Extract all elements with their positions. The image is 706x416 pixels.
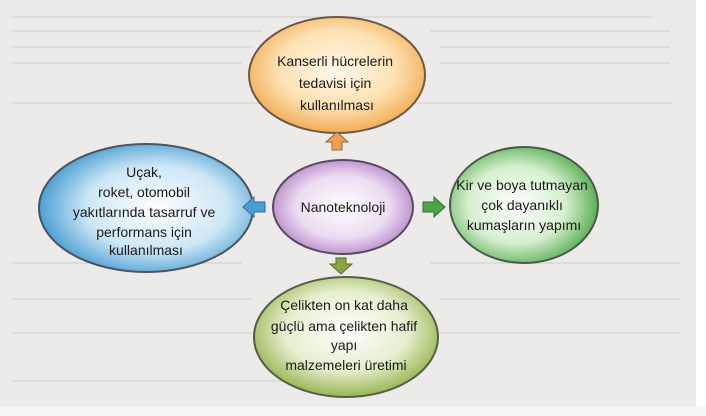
arrow-left-icon — [242, 195, 266, 219]
background-text-line — [12, 62, 242, 64]
background-text-line — [430, 262, 680, 264]
background-text-line — [12, 298, 252, 300]
background-text-line — [12, 46, 252, 48]
node-top-line-2: tedavisi için — [299, 75, 371, 91]
node-left-line-3: yakıtlarında tasarruf ve — [73, 204, 216, 220]
center-label: Nanoteknoloji — [301, 199, 386, 215]
node-center-nanotechnology: Nanoteknoloji — [272, 159, 414, 255]
arrow-down-icon — [328, 257, 354, 275]
background-text-line — [440, 332, 680, 334]
node-right-line-3: kumaşların yapımı — [467, 217, 581, 233]
node-top-line-1: Kanserli hücrelerin — [277, 53, 393, 69]
node-left-line-5: kullanılması — [109, 242, 183, 258]
node-right-line-2: çok dayanıklı — [481, 197, 563, 213]
page-bottom-band — [0, 406, 706, 416]
node-bottom-line-4: malzemeleri üretimi — [285, 357, 406, 373]
svg-text:Uçak, roket, otomobil: Uçak, roket, otomobil yakıtlarında tasar… — [73, 164, 219, 258]
svg-text:Çelikten on kat daha güç: Çelikten on kat daha güçlü ama çelikten … — [271, 297, 421, 373]
node-fuel-saving: Uçak, roket, otomobil yakıtlarında tasar… — [38, 143, 254, 273]
arrow-up-icon — [324, 131, 350, 151]
node-top-line-3: kullanılması — [300, 97, 374, 113]
node-durable-fabrics: Kir ve boya tutmayan çok dayanıklı kumaş… — [449, 146, 599, 264]
background-text-line — [12, 380, 312, 382]
arrow-right-icon — [422, 195, 446, 219]
node-bottom-line-2: güçlü ama çelikten hafif — [271, 318, 417, 334]
background-text-line — [440, 62, 670, 64]
background-text-line — [440, 46, 670, 48]
page-edge — [696, 0, 706, 416]
node-bottom-line-1: Çelikten on kat daha — [280, 297, 408, 313]
node-bottom-line-3: yapı — [331, 337, 357, 353]
node-right-line-1: Kir ve boya tutmayan — [456, 177, 588, 193]
svg-text:Kanserli hücrelerin teda: Kanserli hücrelerin tedavisi için kullan… — [277, 53, 397, 113]
node-steel-material: Çelikten on kat daha güçlü ama çelikten … — [253, 276, 439, 398]
background-text-line — [12, 332, 252, 334]
node-cancer-treatment: Kanserli hücrelerin tedavisi için kullan… — [248, 16, 426, 134]
background-text-line — [440, 298, 680, 300]
background-text-line — [430, 30, 670, 32]
node-left-line-4: performans için — [96, 224, 192, 240]
node-left-line-1: Uçak, — [126, 164, 162, 180]
svg-text:Kir ve boya tutmayan çok: Kir ve boya tutmayan çok dayanıklı kumaş… — [456, 177, 591, 233]
background-text-line — [12, 30, 262, 32]
node-left-line-2: roket, otomobil — [98, 184, 190, 200]
